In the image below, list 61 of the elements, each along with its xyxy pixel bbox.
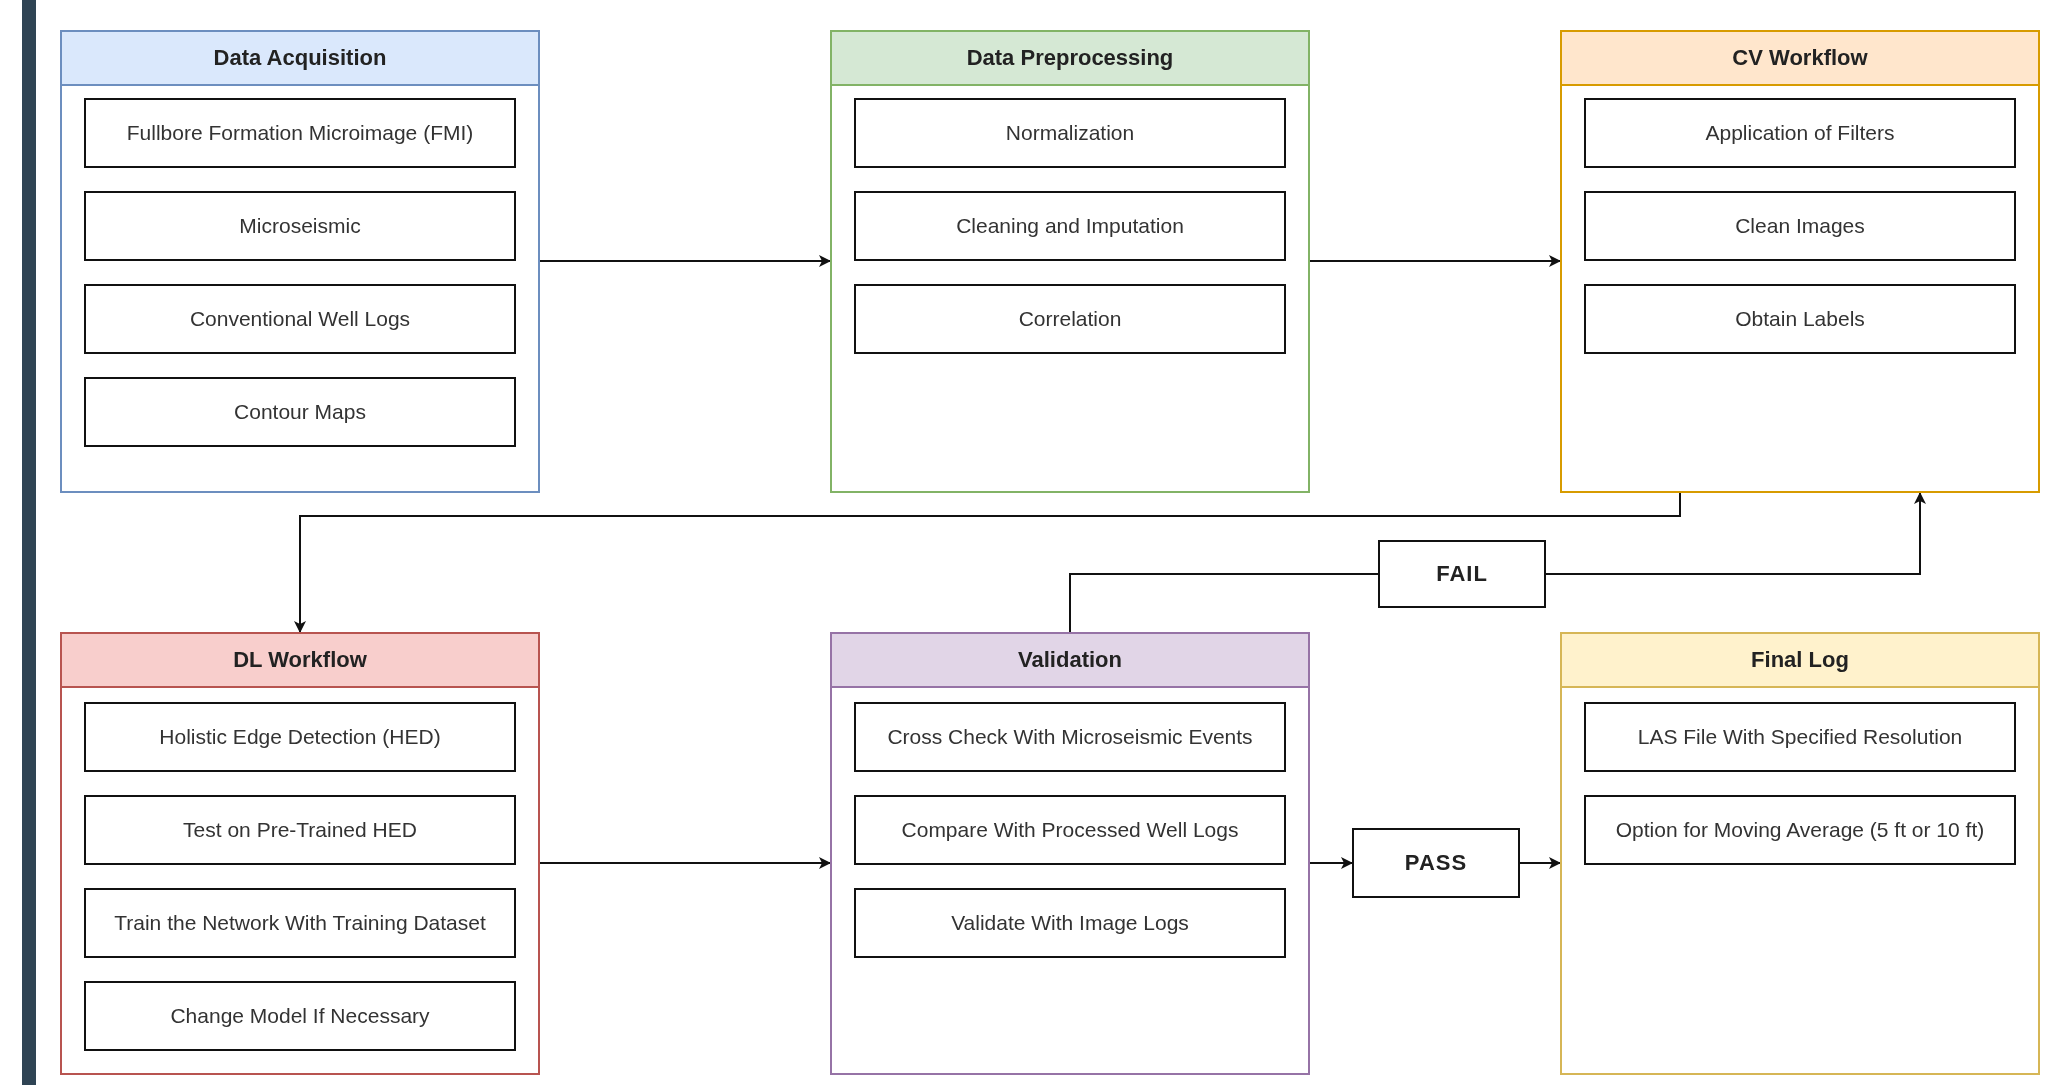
step-box bbox=[1584, 98, 2016, 168]
panel-title: Data Acquisition bbox=[213, 45, 387, 71]
cv-workflow-panel bbox=[1560, 30, 2040, 493]
step-label: Application of Filters bbox=[1705, 120, 1895, 146]
step-box bbox=[854, 888, 1286, 958]
step-label: Cleaning and Imputation bbox=[956, 213, 1184, 239]
step-box bbox=[854, 98, 1286, 168]
step-box bbox=[84, 377, 516, 447]
step-box bbox=[854, 702, 1286, 772]
step-box bbox=[854, 795, 1286, 865]
step-box bbox=[1584, 191, 2016, 261]
final-log-panel bbox=[1560, 632, 2040, 1075]
arrow bbox=[294, 492, 1681, 633]
arrow bbox=[539, 857, 831, 869]
step-label: Train the Network With Training Dataset bbox=[114, 910, 486, 936]
step-box bbox=[84, 98, 516, 168]
preprocessing-panel bbox=[830, 30, 1310, 493]
panel-title: Data Preprocessing bbox=[966, 45, 1174, 71]
decision-box bbox=[1352, 828, 1520, 898]
decision-label: FAIL bbox=[1436, 560, 1488, 588]
step-label: Contour Maps bbox=[234, 399, 366, 425]
step-label: Fullbore Formation Microimage (FMI) bbox=[126, 120, 474, 146]
dl-workflow-panel bbox=[60, 632, 540, 1075]
step-label: Holistic Edge Detection (HED) bbox=[159, 724, 441, 750]
step-box bbox=[84, 191, 516, 261]
step-label: Compare With Processed Well Logs bbox=[901, 817, 1239, 843]
arrow bbox=[1309, 255, 1561, 267]
arrow bbox=[539, 255, 831, 267]
step-label: Validate With Image Logs bbox=[951, 910, 1189, 936]
decision-box bbox=[1378, 540, 1546, 608]
panel-title: CV Workflow bbox=[1732, 45, 1868, 71]
step-label: Obtain Labels bbox=[1735, 306, 1865, 332]
step-box bbox=[1584, 284, 2016, 354]
validation-panel bbox=[830, 632, 1310, 1075]
data-acquisition-panel bbox=[60, 30, 540, 493]
step-label: Microseismic bbox=[239, 213, 361, 239]
panel-title: DL Workflow bbox=[233, 647, 367, 673]
step-box bbox=[1584, 702, 2016, 772]
step-box bbox=[84, 702, 516, 772]
step-label: Conventional Well Logs bbox=[189, 306, 411, 332]
step-label: Correlation bbox=[1018, 306, 1122, 332]
step-box bbox=[84, 284, 516, 354]
step-box bbox=[1584, 795, 2016, 865]
step-label: Clean Images bbox=[1735, 213, 1865, 239]
step-box bbox=[84, 888, 516, 958]
step-label: Normalization bbox=[1005, 120, 1135, 146]
arrow bbox=[1519, 857, 1561, 869]
decision-label: PASS bbox=[1404, 849, 1468, 877]
step-box bbox=[84, 795, 516, 865]
arrow bbox=[1309, 857, 1353, 869]
step-label: Option for Moving Average (5 ft or 10 ft) bbox=[1615, 817, 1985, 843]
step-label: Test on Pre-Trained HED bbox=[183, 817, 417, 843]
panel-title: Validation bbox=[1018, 647, 1122, 673]
arrow bbox=[1545, 492, 1926, 575]
step-label: LAS File With Specified Resolution bbox=[1637, 724, 1963, 750]
step-box bbox=[854, 191, 1286, 261]
step-box bbox=[854, 284, 1286, 354]
panel-title: Final Log bbox=[1751, 647, 1849, 673]
step-label: Cross Check With Microseismic Events bbox=[887, 724, 1253, 750]
step-label: Change Model If Necessary bbox=[170, 1003, 430, 1029]
step-box bbox=[84, 981, 516, 1051]
